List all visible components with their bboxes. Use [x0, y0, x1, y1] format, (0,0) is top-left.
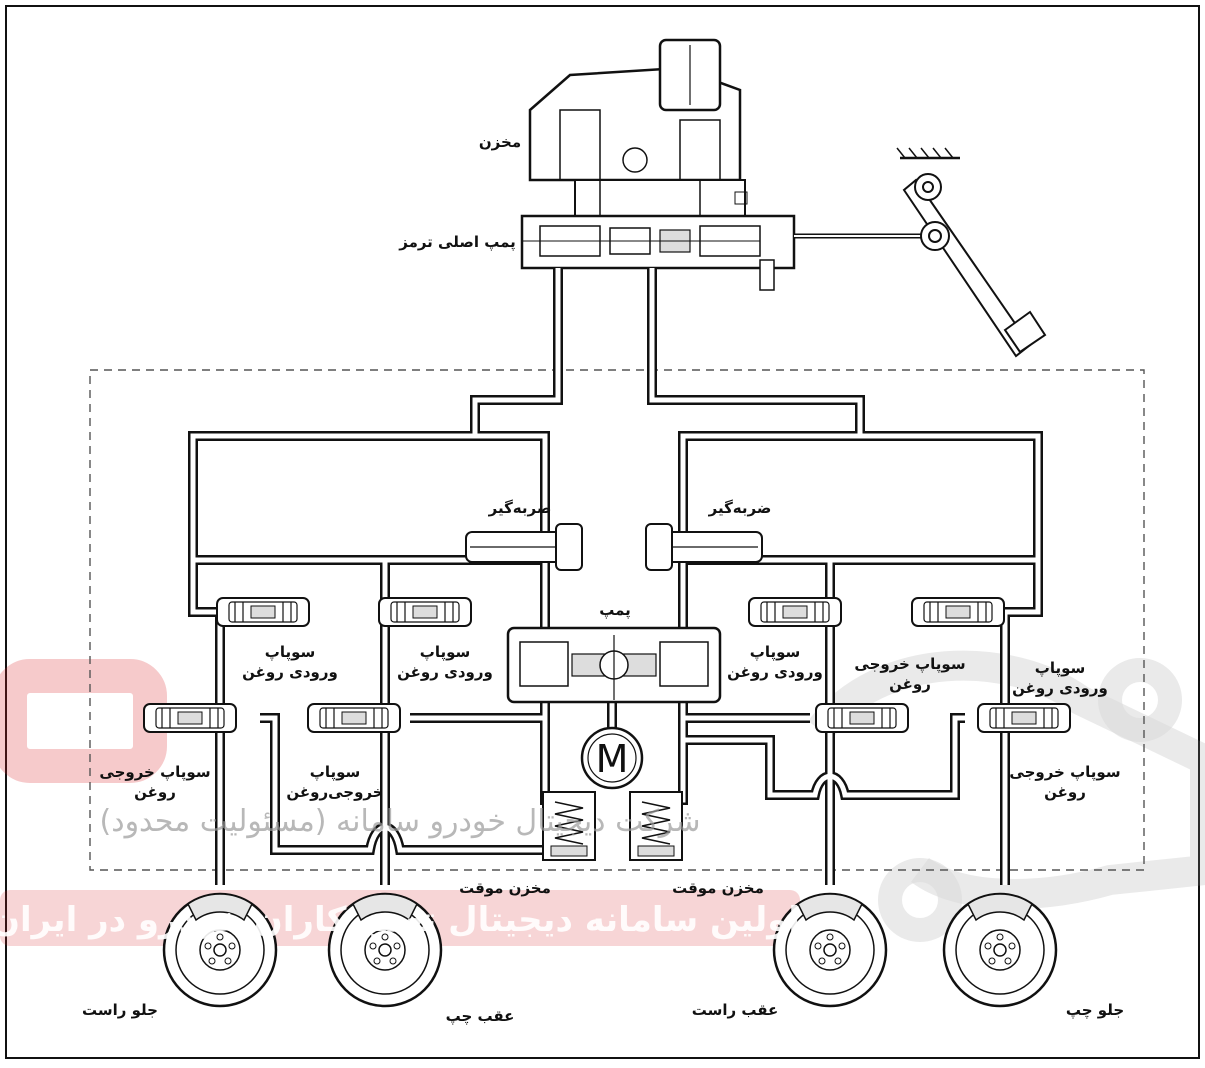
outlet-valve-4 — [978, 704, 1070, 732]
label-master-cylinder: پمپ اصلی ترمز — [395, 232, 520, 252]
brake-pedal — [794, 148, 1045, 356]
pump — [508, 628, 720, 702]
label-damper-left: ضربه‌گیر — [480, 498, 560, 518]
wheel-front-left — [944, 894, 1056, 1006]
reservoir — [530, 40, 747, 216]
inlet-valve-3 — [749, 598, 841, 626]
inlet-valve-4 — [912, 598, 1004, 626]
outlet-valve-2 — [308, 704, 400, 732]
label-wheel-front-left: جلو چپ — [1055, 1000, 1135, 1020]
label-wheel-rear-left: عقب چپ — [440, 1006, 520, 1026]
label-reservoir: مخزن — [470, 132, 530, 152]
label-accumulator-left: مخزن موقت — [455, 878, 555, 898]
outlet-valve-1 — [144, 704, 236, 732]
label-wheel-front-right: جلو راست — [75, 1000, 165, 1020]
label-accumulator-right: مخزن موقت — [668, 878, 768, 898]
watermark-line1: شرکت دیجیتال خودرو سامانه (مسئولیت محدود… — [0, 804, 800, 839]
label-pump: پمپ — [595, 600, 635, 620]
watermark-line2: اولین سامانه دیجیتال تعمیرکاران خودرو در… — [0, 900, 800, 940]
inlet-valve-1 — [217, 598, 309, 626]
label-damper-right: ضربه‌گیر — [700, 498, 780, 518]
motor-label: M — [596, 737, 629, 781]
inlet-valve-2 — [379, 598, 471, 626]
outlet-valve-3 — [816, 704, 908, 732]
label-wheel-rear-right: عقب راست — [690, 1000, 780, 1020]
